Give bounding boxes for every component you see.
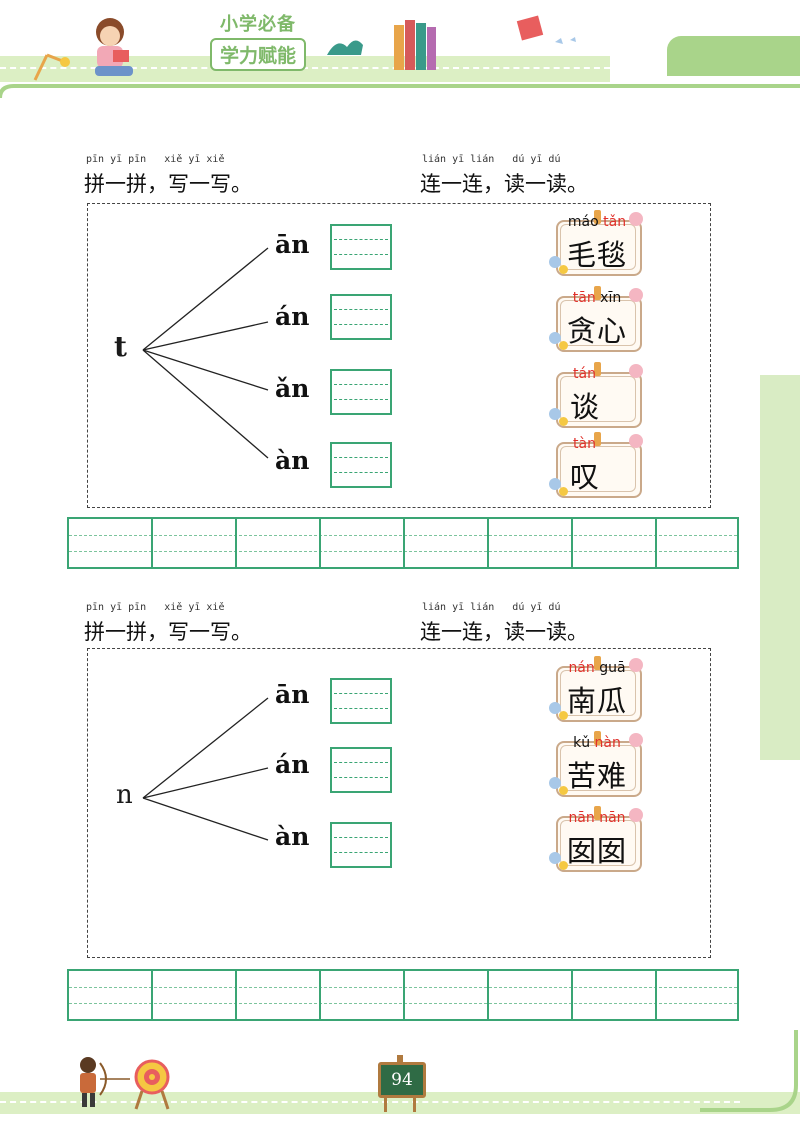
girl-reading-illustration xyxy=(33,18,133,81)
card-pinyin: nān nān xyxy=(568,810,626,826)
word-card[interactable]: tān xīn 贪心 xyxy=(549,286,643,352)
word-card[interactable]: kǔ nàn 苦难 xyxy=(549,731,643,797)
writing-box[interactable] xyxy=(330,747,392,793)
section1-right-pinyin: lián yī lián dú yī dú xyxy=(422,154,561,165)
section2-right-pinyin: lián yī lián dú yī dú xyxy=(422,602,561,613)
card-hanzi: 毛毯 xyxy=(566,238,627,272)
section1-final: án xyxy=(275,302,310,331)
section2-final: án xyxy=(275,750,310,779)
section1-final: ān xyxy=(275,230,310,259)
card-hanzi: 南瓜 xyxy=(566,684,627,718)
writing-box[interactable] xyxy=(330,294,392,340)
card-hanzi: 谈 xyxy=(570,390,601,424)
leaf-icon xyxy=(327,40,363,55)
card-hanzi: 囡囡 xyxy=(566,834,627,868)
word-card[interactable]: tán 谈 xyxy=(549,362,643,428)
archer-illustration xyxy=(80,1057,170,1110)
card-hanzi: 叹 xyxy=(570,460,601,494)
books-icon xyxy=(394,20,436,70)
flying-book-icon xyxy=(516,15,576,44)
section2-exercise-box xyxy=(87,648,711,958)
section1-final: àn xyxy=(275,446,310,475)
section1-exercise-box xyxy=(87,203,711,508)
header-title: 小学必备 学力赋能 xyxy=(203,10,313,71)
writing-box[interactable] xyxy=(330,822,392,868)
card-pinyin: kǔ nàn xyxy=(573,735,621,751)
easel-leg xyxy=(384,1096,387,1112)
section2-initial: n xyxy=(116,780,133,810)
header-right-tab xyxy=(667,36,800,76)
header-title-big: 学力赋能 xyxy=(209,38,306,71)
card-pinyin: máo tǎn xyxy=(567,214,627,230)
side-tab xyxy=(760,375,800,760)
card-pinyin: tán xyxy=(573,366,596,382)
card-hanzi: 贪心 xyxy=(566,314,627,348)
writing-strip[interactable] xyxy=(67,969,739,1021)
section1-right-instruction: 连一连，读一读。 xyxy=(420,172,588,196)
word-card[interactable]: tàn 叹 xyxy=(549,432,643,498)
writing-box[interactable] xyxy=(330,442,392,488)
writing-box[interactable] xyxy=(330,678,392,724)
card-pinyin: tàn xyxy=(573,436,596,452)
word-card[interactable]: nán guā 南瓜 xyxy=(549,656,643,722)
section2-left-instruction: 拼一拼，写一写。 xyxy=(84,620,252,644)
section2-left-pinyin: pīn yī pīn xiě yī xiě xyxy=(86,602,225,613)
footer-road-dash xyxy=(0,1101,740,1103)
page-number: 94 xyxy=(378,1062,426,1098)
writing-box[interactable] xyxy=(330,369,392,415)
section1-initial: t xyxy=(114,330,127,363)
section1-left-pinyin: pīn yī pīn xiě yī xiě xyxy=(86,154,225,165)
footer-road xyxy=(0,1092,800,1114)
card-hanzi: 苦难 xyxy=(566,759,627,793)
footer-corner-curve xyxy=(700,1030,798,1112)
header-title-small: 小学必备 xyxy=(220,14,296,35)
word-card[interactable]: nān nān 囡囡 xyxy=(549,806,643,872)
card-pinyin: nán guā xyxy=(568,660,626,676)
section2-right-instruction: 连一连，读一读。 xyxy=(420,620,588,644)
section1-left-instruction: 拼一拼，写一写。 xyxy=(84,172,252,196)
card-pinyin: tān xīn xyxy=(572,290,622,306)
header-curve xyxy=(0,84,800,99)
section2-final: ān xyxy=(275,680,310,709)
easel-top xyxy=(397,1055,403,1063)
word-card[interactable]: máo tǎn 毛毯 xyxy=(549,210,643,276)
section1-final: ǎn xyxy=(275,374,310,403)
easel-leg xyxy=(413,1096,416,1112)
section2-final: àn xyxy=(275,822,310,851)
writing-box[interactable] xyxy=(330,224,392,270)
writing-strip[interactable] xyxy=(67,517,739,569)
